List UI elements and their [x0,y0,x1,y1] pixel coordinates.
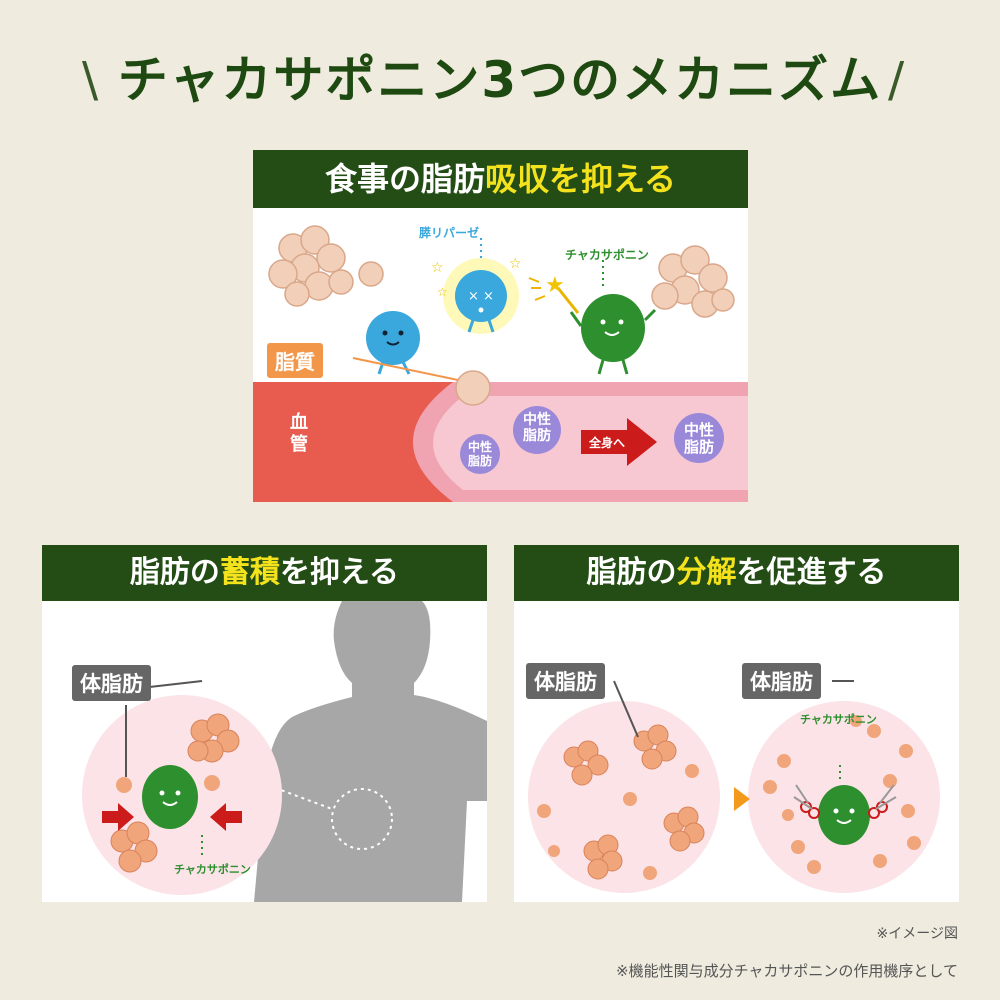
human-silhouette [254,601,487,902]
panel-breakdown-header-text-a: 脂肪の [586,555,677,590]
chaka-saponin-character-2 [142,765,198,829]
accumulation-illustration [82,601,487,902]
magic-wand-icon: ★ [528,273,580,314]
push-arrow-right [210,803,242,831]
svg-text:☆: ☆ [437,285,448,299]
transition-arrow [734,787,750,811]
fat-drops-before [537,764,699,880]
panel-accumulation-header-text-a: 脂肪の [129,555,220,590]
arrow-label: 全身へ [589,436,626,450]
chaka-saponin-label: チャカサポニン [565,248,649,262]
tg-ball-1 [460,434,500,474]
lipase-label: 膵リパーゼ [419,226,480,240]
lipid-pointer [352,357,459,381]
tg-label-3: 中性脂肪 [683,421,714,456]
scissors-icon-right [868,784,897,819]
panel-breakdown-header-highlight: 分解 [676,555,737,590]
panel-breakdown: 脂肪の分解を促進する [514,545,959,902]
title-slash-left: \ [82,52,99,108]
lipase-character-walking [366,311,420,375]
chaka-saponin-label-3: チャカサポニン [800,713,877,726]
panel-absorption-header: 食事の脂肪吸収を抑える [253,150,748,208]
fat-drop-b [204,775,220,791]
body-fat-label-right: 体脂肪 [742,663,821,699]
fat-cluster-bottom [110,821,158,873]
title-slash-right: / [888,52,905,108]
page-title: チャカサポニン3つのメカニズム [117,51,883,109]
zoom-circle-body [331,788,393,850]
svg-text:★: ★ [545,273,565,298]
absorption-illustration: × × ☆ ☆ ☆ ★ [253,225,748,502]
tg-ball-3 [674,413,724,463]
zoom-line [261,782,333,810]
fat-drops-after [763,715,921,874]
panel-accumulation-header: 脂肪の蓄積を抑える [42,545,487,601]
body-fat-label-left: 体脂肪 [526,663,605,699]
panel-absorption-header-highlight: 吸収を抑える [484,160,677,198]
fat-drop-a [116,777,132,793]
scissors-icon-left [793,784,820,819]
fat-drop [358,261,384,287]
chaka-saponin-character-3 [818,785,870,845]
fat-cluster-right [651,245,735,318]
tg-ball-2 [513,406,561,454]
svg-text:× ×: × × [468,289,494,304]
body-fat-pointer-left [613,680,639,738]
panel-breakdown-header: 脂肪の分解を促進する [514,545,959,601]
body-fat-label: 体脂肪 [72,665,151,701]
panel-absorption: 食事の脂肪吸収を抑える × × ☆ [253,150,748,502]
fat-cluster-left [268,225,354,307]
lipase-character-stunned: × × ☆ ☆ ☆ [431,256,522,334]
chaka-saponin-character [569,294,657,375]
panel-breakdown-header-text-c: を促進する [736,555,887,590]
panel-absorption-header-text: 食事の脂肪 [324,160,485,198]
lipid-label: 脂質 [267,343,323,378]
svg-text:☆: ☆ [509,256,522,272]
lipid-drop [455,370,491,406]
tg-label-1: 中性脂肪 [467,440,492,468]
push-arrow-left [102,803,134,831]
panel-accumulation-header-text-c: を抑える [279,555,400,590]
tg-label-2: 中性脂肪 [523,412,551,444]
panel-accumulation-header-highlight: 蓄積 [219,555,280,590]
note-mechanism: ※機能性関与成分チャカサポニンの作用機序として [616,962,958,980]
svg-text:☆: ☆ [431,260,444,276]
panel-accumulation: 脂肪の蓄積を抑える 体脂肪 チャカサポニン [42,545,487,902]
breakdown-illustration [528,680,940,893]
arrow-to-body [581,418,657,466]
fat-cluster-top [187,713,240,763]
fat-clusters-before [563,724,705,880]
note-image: ※イメージ図 [876,926,958,942]
chaka-saponin-label-2: チャカサポニン [174,863,251,876]
vessel-label: 血管 [290,412,308,455]
